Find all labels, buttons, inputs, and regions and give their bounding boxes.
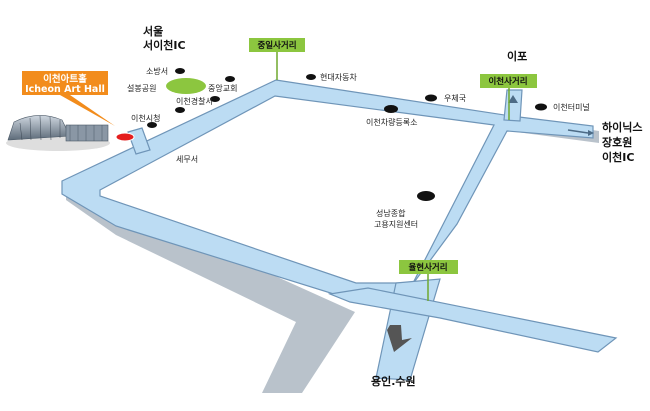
- dir-hoam: 장호원: [602, 135, 632, 149]
- tag-icheon-label: 이천사거리: [488, 76, 527, 87]
- label-seolbong-park: 설봉공원: [127, 83, 156, 93]
- fire-station-dot: [175, 68, 185, 74]
- hyundai-dot: [306, 74, 316, 80]
- label-tax-office: 세무서: [176, 155, 198, 164]
- direction-arrows: [387, 95, 594, 352]
- road-network: [61, 79, 618, 381]
- tag-olhyeon: 율현사거리: [399, 260, 458, 301]
- road-olhyeon-cross: [327, 287, 618, 353]
- label-hyundai: 현대자동차: [320, 73, 357, 82]
- city-hall-dot: [147, 122, 157, 128]
- dir-hynix: 하이닉스: [602, 120, 642, 134]
- label-fire-station: 소방서: [146, 66, 168, 76]
- central-church-dot: [225, 76, 235, 82]
- venue-banner: 이천아트홀 Icheon Art Hall: [22, 71, 115, 126]
- tag-icheon: 이천사거리: [480, 74, 537, 120]
- label-city-hall: 이천시청: [131, 113, 160, 123]
- arrow-east-icon: [567, 129, 589, 134]
- tag-jungil-label: 중일사거리: [257, 40, 296, 51]
- post-office-dot: [425, 94, 437, 102]
- tax-office-dot: [175, 107, 185, 113]
- label-bus-terminal: 이천터미널: [553, 102, 590, 112]
- venue-name-ko: 이천아트홀: [43, 73, 87, 85]
- label-post-office: 우체국: [444, 93, 466, 103]
- arrow-east-head: [588, 130, 594, 136]
- venue-name-en: Icheon Art Hall: [25, 84, 105, 95]
- label-central-church: 중앙교회: [208, 83, 237, 93]
- road-north-ipo: [503, 89, 523, 122]
- vehicle-registration-dot: [384, 105, 398, 113]
- landmark-dots: [147, 68, 547, 201]
- seongnam-center-dot: [417, 191, 435, 201]
- art-hall-building-icon: [6, 115, 110, 151]
- dir-ipo: 이포: [507, 49, 527, 63]
- label-police: 이천경찰서: [176, 96, 213, 106]
- tag-jungil: 중일사거리: [249, 38, 305, 80]
- seolbong-park-marker: [166, 78, 206, 94]
- arrow-north-icon: [508, 95, 518, 103]
- bus-terminal-dot: [535, 103, 547, 111]
- venue-marker[interactable]: [115, 132, 135, 142]
- arrow-south-icon: [387, 325, 412, 352]
- police-dot: [210, 96, 220, 102]
- dir-yongin-suwon: 용인.수원: [371, 374, 416, 388]
- road-cityhall-link: [127, 127, 151, 155]
- dir-seoicheon-ic: 서이천IC: [143, 38, 186, 52]
- label-vehicle-registration: 이천차량등록소: [366, 117, 418, 127]
- dir-icheon-ic: 이천IC: [602, 150, 634, 164]
- dir-seoul: 서울: [143, 24, 163, 38]
- label-seongnam-center-1: 성남종합: [376, 209, 406, 218]
- tag-olhyeon-label: 율현사거리: [408, 262, 447, 273]
- label-seongnam-center-2: 고용지원센터: [374, 219, 418, 229]
